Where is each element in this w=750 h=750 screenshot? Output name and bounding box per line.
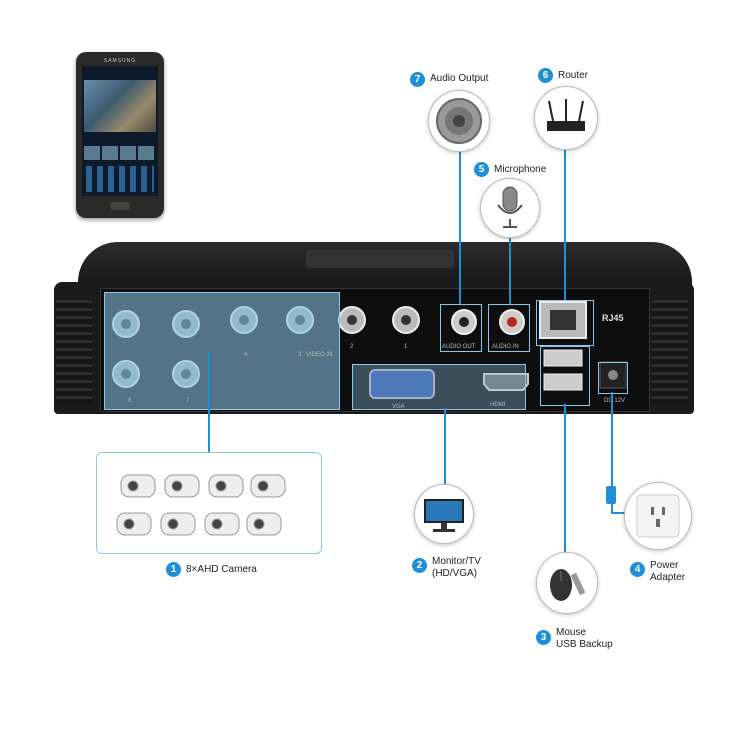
audio-out-text: AUDIO OUT (442, 344, 476, 350)
line-power-h (611, 512, 625, 514)
callout-2-label-line2: (HD/VGA) (432, 568, 477, 579)
callout-4-label-line1: Power (650, 560, 679, 571)
hdmi-port (483, 373, 529, 391)
vga-text: VGA (392, 404, 405, 410)
monitor-icon (424, 499, 464, 532)
callout-3-label-line1: Mouse (556, 627, 587, 638)
bnc-label-8: 8 (128, 398, 132, 404)
callout-6-badge: 6 (538, 68, 553, 83)
callout-6-label: Router (558, 70, 589, 81)
callout-7-label: Audio Output (430, 73, 489, 84)
router-icon (547, 99, 585, 131)
rj45-highlight (536, 300, 594, 346)
camera-group-box (96, 452, 322, 554)
microphone-icon (497, 186, 523, 228)
audio-in-highlight (488, 304, 530, 352)
phone-video-feed (84, 80, 156, 132)
line-camera-v (208, 352, 210, 452)
phone-controls (86, 166, 154, 192)
bnc-label-2: 2 (350, 344, 354, 350)
callout-1-badge: 1 (166, 562, 181, 577)
dvr-top-recess (306, 250, 454, 268)
rca-audio-out (451, 309, 477, 335)
usb-highlight (540, 346, 590, 406)
callout-1-label: 8×AHD Camera (186, 564, 257, 575)
line-usb (564, 404, 566, 552)
phone-thumbnails (84, 146, 156, 160)
callout-5-label: Microphone (494, 164, 547, 175)
usb-port-2 (543, 373, 583, 391)
speaker-icon (436, 98, 482, 144)
router-icon-frame (534, 86, 598, 150)
phone-home-button (110, 202, 130, 210)
power-plug (606, 486, 616, 504)
smartphone: SAMSUNG (76, 52, 164, 218)
callout-2-badge: 2 (412, 558, 427, 573)
rca-audio-in (499, 309, 525, 335)
dc-highlight (598, 362, 628, 394)
line-router (564, 140, 566, 300)
phone-screen (82, 66, 158, 196)
mouse-icon (550, 569, 586, 601)
power-socket-icon (636, 494, 680, 538)
callout-7-badge: 7 (410, 72, 425, 87)
line-microphone (509, 236, 511, 304)
dvr-left-vents (56, 300, 92, 404)
audio-output-icon-frame (428, 90, 490, 152)
line-audio-output (459, 146, 461, 304)
bnc-3 (392, 306, 420, 334)
dvr-right-vents (652, 300, 688, 404)
power-icon-frame (624, 482, 692, 550)
vga-port (369, 369, 435, 399)
callout-4-badge: 4 (630, 562, 645, 577)
dc-text: DC 12V (604, 398, 626, 404)
callout-5-badge: 5 (474, 162, 489, 177)
callout-3-label-line2: USB Backup (556, 639, 613, 650)
line-power-v (611, 392, 613, 514)
camera-icons (116, 474, 286, 536)
line-monitor (444, 408, 446, 484)
audio-in-text: AUDIO IN (492, 344, 519, 350)
hdmi-text: HDMI (490, 402, 506, 408)
vga-hdmi-highlight (352, 364, 526, 410)
camera-icon (116, 474, 286, 536)
bnc-label-7: 7 (186, 398, 190, 404)
phone-brand: SAMSUNG (103, 58, 137, 64)
callout-4-label-line2: Adapter (650, 572, 686, 583)
video-in-highlight (104, 292, 340, 410)
monitor-icon-frame (414, 484, 474, 544)
rj45-text: RJ45 (602, 313, 624, 323)
bnc-label-1: 1 (404, 344, 408, 350)
mouse-icon-frame (536, 552, 598, 614)
video-in-text: VIDEO IN (306, 352, 333, 358)
bnc-4 (338, 306, 366, 334)
bnc-label-3: 3 (298, 352, 302, 358)
usb-port-1 (543, 349, 583, 367)
callout-3-badge: 3 (536, 630, 551, 645)
audio-out-highlight (440, 304, 482, 352)
callout-2-label-line1: Monitor/TV (432, 556, 481, 567)
microphone-icon-frame (480, 178, 540, 238)
bnc-label-4: 4 (244, 352, 248, 358)
